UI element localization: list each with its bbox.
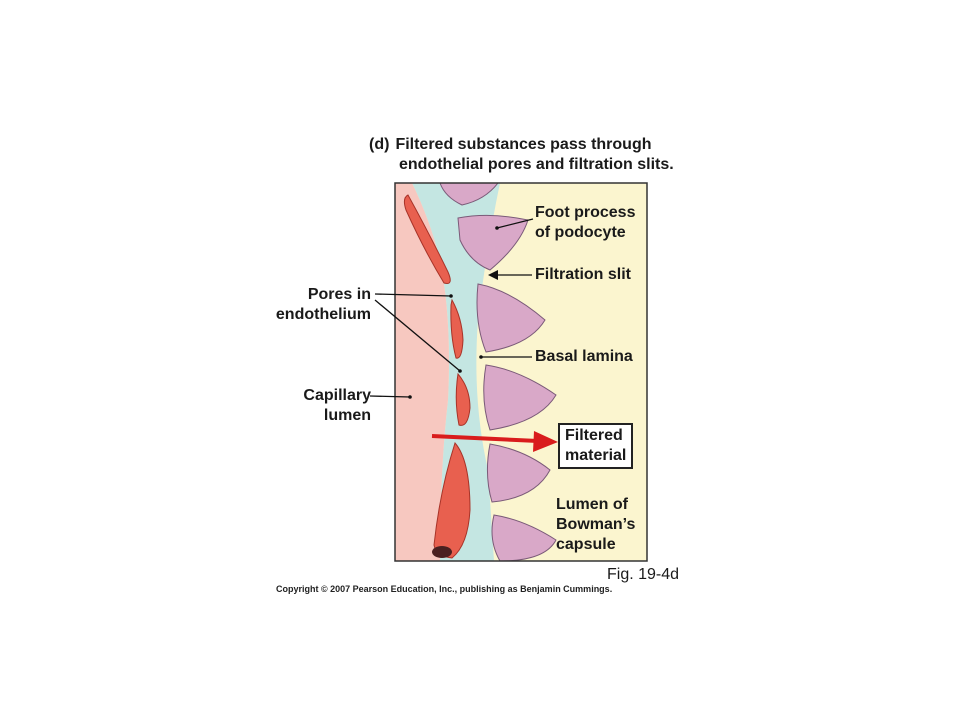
endothelial-cell-1 — [403, 194, 451, 284]
panel-tag: (d) — [369, 136, 390, 153]
endothelial-cell-2 — [450, 298, 464, 359]
copyright-notice: Copyright © 2007 Pearson Education, Inc.… — [276, 584, 613, 594]
label-filtration-slit: Filtration slit — [535, 266, 631, 283]
panel-border — [394, 182, 648, 562]
leader-pore-2 — [374, 299, 461, 372]
foot-process-2 — [457, 214, 529, 271]
filtration-arrow-shaft — [431, 434, 539, 443]
leader-foot-process — [496, 218, 534, 229]
title-line-2: endothelial pores and filtration slits. — [399, 156, 674, 173]
label-bowman-lumen: Lumen of Bowman’s capsule — [556, 496, 636, 553]
leader-capillary-lumen — [369, 395, 411, 398]
leader-pore-1 — [374, 293, 452, 297]
filtration-slit-arrowhead — [488, 270, 498, 280]
filtration-arrow-head — [533, 431, 558, 452]
foot-process-5 — [486, 443, 551, 503]
label-filtered-material: Filtered material — [558, 423, 634, 469]
label-pores: Pores in endothelium — [275, 286, 371, 323]
figure-number: Fig. 19-4d — [607, 566, 680, 583]
foot-process-6 — [491, 514, 557, 561]
title-line-1: Filtered substances pass through — [395, 136, 652, 153]
foot-process-3 — [476, 283, 546, 353]
label-basal-lamina: Basal lamina — [535, 348, 633, 365]
basal-lamina-band — [412, 183, 500, 561]
diagram-title: (d) Filtered substances pass through endo… — [369, 135, 674, 175]
foot-process-4 — [483, 364, 557, 431]
endothelial-cell-3 — [455, 372, 471, 426]
endothelial-nucleus — [432, 546, 452, 558]
endothelial-cell-4 — [433, 442, 471, 559]
foot-process-1 — [439, 183, 499, 206]
capillary-lumen-region — [395, 183, 449, 561]
label-capillary-lumen: Capillary lumen — [303, 387, 371, 424]
label-foot-process: Foot process of podocyte — [535, 204, 636, 241]
